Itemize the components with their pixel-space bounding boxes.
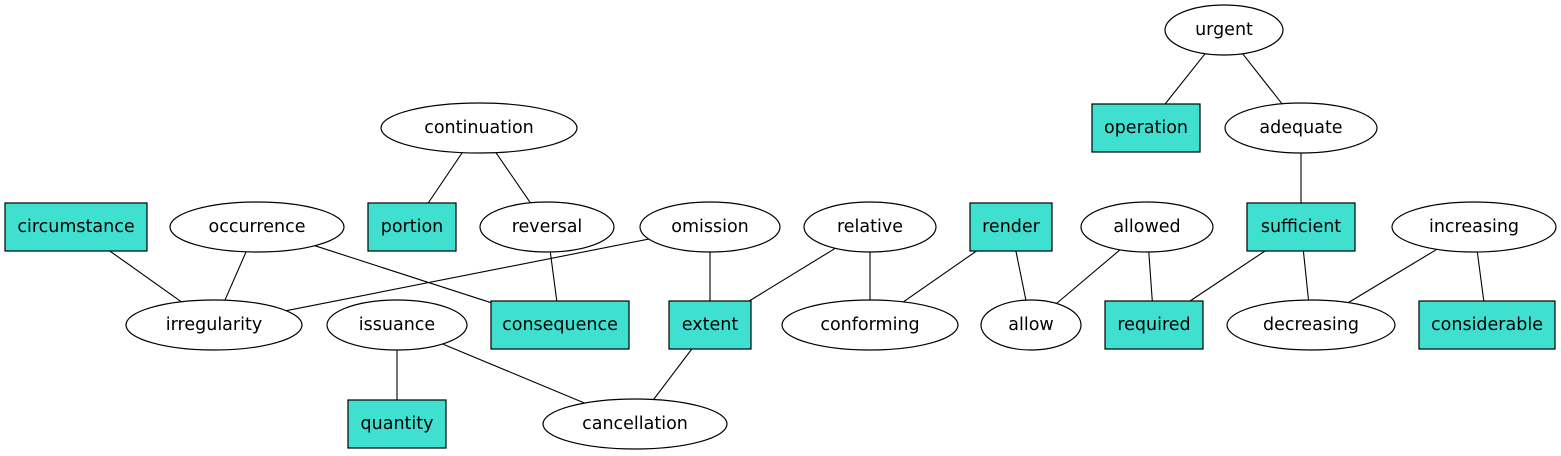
- ellipse-shape: [803, 201, 937, 253]
- edges-layer: [109, 53, 1485, 404]
- node-considerable: considerable: [1418, 300, 1556, 350]
- node-conforming: conforming: [781, 299, 959, 351]
- ellipse-shape: [1224, 102, 1378, 154]
- ellipse-shape: [1226, 299, 1396, 351]
- edge-render-allow: [1015, 250, 1027, 301]
- edge-urgent-adequate: [1242, 53, 1283, 105]
- node-portion: portion: [367, 202, 457, 252]
- ellipse-shape: [542, 398, 728, 450]
- node-label: cancellation: [582, 414, 688, 434]
- edge-occurrence-irregularity: [224, 251, 247, 301]
- box-shape: [1104, 300, 1204, 350]
- edge-continuation-portion: [427, 152, 463, 204]
- box-shape: [1246, 202, 1356, 252]
- ellipse-shape: [639, 201, 781, 253]
- node-allow: allow: [980, 299, 1082, 351]
- node-label: increasing: [1429, 217, 1519, 237]
- node-label: allowed: [1113, 217, 1180, 237]
- edge-render-conforming: [902, 250, 977, 303]
- node-label: relative: [837, 217, 903, 237]
- box-shape: [347, 399, 447, 449]
- node-occurrence: occurrence: [169, 201, 345, 253]
- node-label: reversal: [512, 217, 583, 237]
- node-adequate: adequate: [1224, 102, 1378, 154]
- node-label: extent: [682, 315, 739, 335]
- node-continuation: continuation: [380, 102, 578, 154]
- node-label: decreasing: [1263, 315, 1359, 335]
- box-shape: [4, 202, 148, 252]
- node-label: required: [1117, 315, 1190, 335]
- node-decreasing: decreasing: [1226, 299, 1396, 351]
- ellipse-shape: [326, 299, 468, 351]
- ellipse-shape: [479, 201, 615, 253]
- edge-sufficient-decreasing: [1302, 250, 1310, 301]
- edge-extent-cancellation: [653, 348, 693, 400]
- edge-reversal-consequence: [549, 251, 558, 302]
- ellipse-shape: [980, 299, 1082, 351]
- edge-sufficient-required: [1189, 250, 1266, 302]
- node-label: sufficient: [1261, 217, 1341, 237]
- node-label: urgent: [1195, 20, 1253, 40]
- node-issuance: issuance: [326, 299, 468, 351]
- box-shape: [367, 202, 457, 252]
- node-label: omission: [671, 217, 749, 237]
- node-consequence: consequence: [490, 300, 630, 350]
- edge-continuation-reversal: [495, 152, 531, 204]
- node-label: circumstance: [17, 217, 134, 237]
- node-label: portion: [381, 217, 444, 237]
- ellipse-shape: [1080, 201, 1214, 253]
- ellipse-shape: [1391, 201, 1557, 253]
- edge-urgent-operation: [1164, 53, 1206, 105]
- node-allowed: allowed: [1080, 201, 1214, 253]
- node-label: allow: [1008, 315, 1053, 335]
- edge-allowed-allow: [1056, 249, 1121, 304]
- node-render: render: [969, 202, 1053, 252]
- edge-increasing-decreasing: [1348, 248, 1438, 304]
- node-quantity: quantity: [347, 399, 447, 449]
- node-operation: operation: [1091, 103, 1201, 153]
- ellipse-shape: [781, 299, 959, 351]
- edge-increasing-considerable: [1476, 251, 1485, 302]
- node-label: render: [982, 217, 1041, 237]
- node-label: adequate: [1259, 118, 1342, 138]
- node-increasing: increasing: [1391, 201, 1557, 253]
- box-shape: [668, 300, 752, 350]
- box-shape: [969, 202, 1053, 252]
- node-cancellation: cancellation: [542, 398, 728, 450]
- node-label: operation: [1104, 118, 1188, 138]
- node-circumstance: circumstance: [4, 202, 148, 252]
- node-label: conforming: [820, 315, 919, 335]
- edge-relative-extent: [748, 247, 836, 302]
- box-shape: [1091, 103, 1201, 153]
- node-label: issuance: [359, 315, 435, 335]
- edge-circumstance-irregularity: [109, 250, 182, 303]
- node-urgent: urgent: [1164, 4, 1284, 56]
- node-reversal: reversal: [479, 201, 615, 253]
- ellipse-shape: [125, 299, 303, 351]
- node-label: quantity: [361, 414, 434, 434]
- node-extent: extent: [668, 300, 752, 350]
- ellipse-shape: [169, 201, 345, 253]
- edge-occurrence-consequence: [314, 245, 492, 304]
- node-label: consequence: [502, 315, 618, 335]
- edge-omission-irregularity: [286, 238, 649, 312]
- node-label: continuation: [424, 118, 534, 138]
- edge-issuance-cancellation: [442, 343, 585, 404]
- edge-allowed-required: [1148, 251, 1153, 302]
- nodes-layer: urgent operation adequate continuation circu…: [4, 4, 1557, 450]
- node-sufficient: sufficient: [1246, 202, 1356, 252]
- ellipse-shape: [380, 102, 578, 154]
- node-required: required: [1104, 300, 1204, 350]
- node-label: occurrence: [209, 217, 306, 237]
- ellipse-shape: [1164, 4, 1284, 56]
- node-omission: omission: [639, 201, 781, 253]
- node-label: irregularity: [166, 315, 262, 335]
- node-relative: relative: [803, 201, 937, 253]
- node-label: considerable: [1431, 315, 1543, 335]
- box-shape: [490, 300, 630, 350]
- box-shape: [1418, 300, 1556, 350]
- node-irregularity: irregularity: [125, 299, 303, 351]
